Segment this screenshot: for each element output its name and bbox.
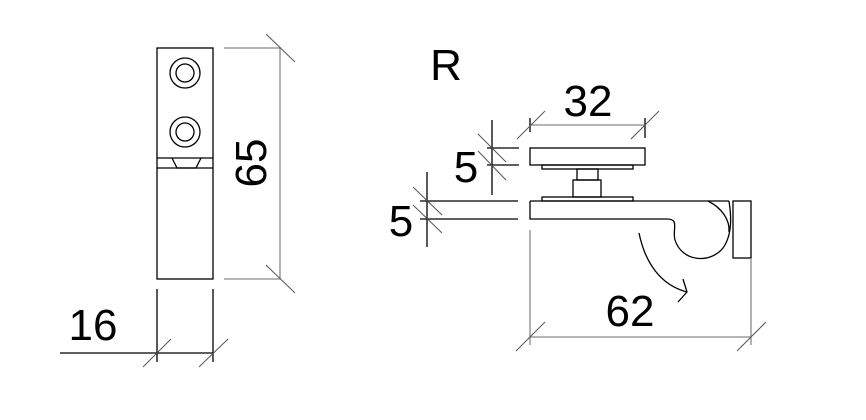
dimension-label-5-plate: 5	[454, 143, 478, 192]
dimension-label-32: 32	[564, 77, 613, 126]
stem	[576, 168, 599, 181]
dimension-label-5-bar: 5	[389, 197, 413, 246]
front-view: 65 16	[60, 33, 296, 368]
dimension-65: 65	[224, 33, 296, 294]
dimension-label-16: 16	[69, 301, 118, 350]
rotation-arrow-icon	[638, 232, 688, 293]
front-body	[156, 47, 214, 280]
dimension-16: 16	[60, 289, 229, 368]
hinge-arm	[529, 200, 732, 260]
dimension-label-65: 65	[227, 139, 276, 188]
side-view: R 32 5	[389, 41, 767, 352]
mounting-block	[732, 200, 752, 259]
dimension-5-bar: 5	[389, 172, 443, 247]
top-plate	[529, 147, 646, 166]
dimension-5-plate: 5	[454, 120, 519, 195]
side-label: R	[430, 41, 462, 90]
notch	[171, 157, 202, 169]
dimension-32: 32	[516, 77, 660, 140]
dimension-label-62: 62	[606, 287, 655, 336]
dimension-62: 62	[515, 230, 767, 352]
screw-hole-bottom	[169, 116, 201, 148]
screw-hole-top	[169, 57, 201, 89]
